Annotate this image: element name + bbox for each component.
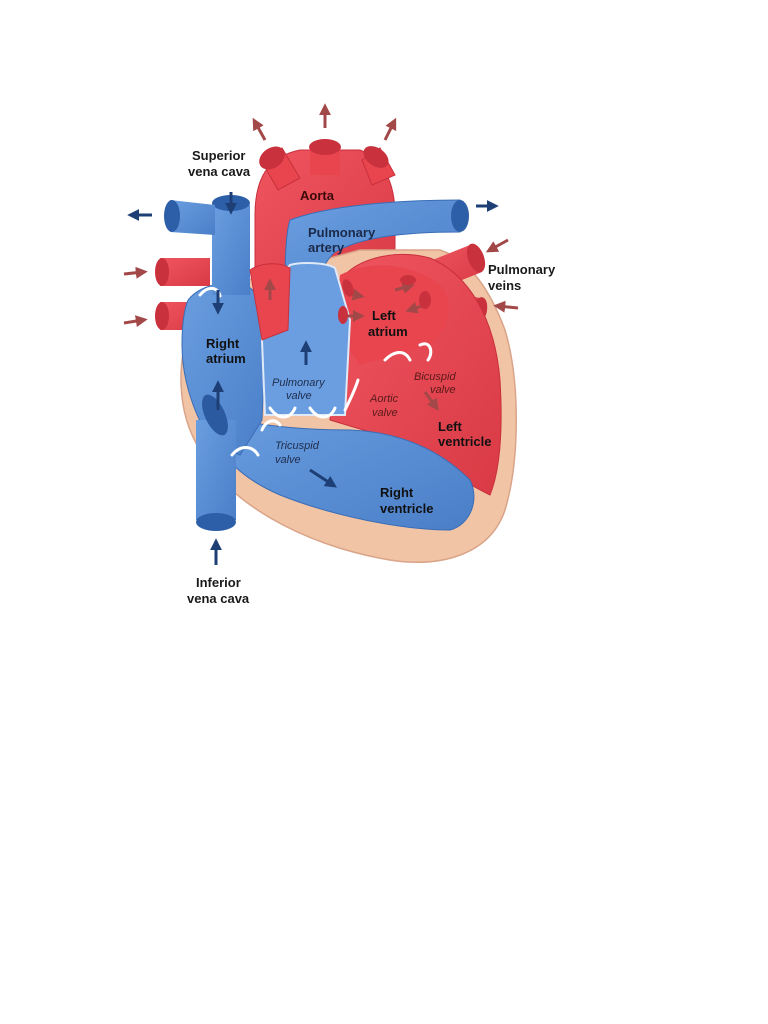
label-pulmonary-valve: Pulmonary valve [272, 377, 328, 402]
label-right-ventricle: Right ventricle [380, 485, 433, 516]
bicuspid-flow-arrow [423, 391, 439, 411]
label-tricuspid-valve: Tricuspid valve [275, 440, 322, 466]
coronary-sinus [202, 394, 228, 436]
pv-inflow-arrow-2 [123, 315, 148, 328]
brachiocephalic-vein [164, 200, 215, 235]
label-bicuspid-valve: Bicuspid valve [414, 371, 459, 396]
ventricle-flow-arrow [309, 468, 338, 488]
label-left-ventricle: Left ventricle [438, 419, 491, 449]
superior-vena-cava [212, 195, 250, 295]
label-inferior-vena-cava: Inferior vena cava [187, 575, 250, 606]
label-right-atrium: Right atrium [206, 336, 246, 366]
inferior-vena-cava [196, 420, 236, 531]
aortic-root [249, 263, 291, 341]
aorta-outflow-arrow-1 [252, 117, 267, 141]
right-ventricle [209, 409, 475, 531]
label-superior-vena-cava: Superior vena cava [188, 148, 251, 179]
label-aorta: Aorta [300, 188, 335, 203]
blood-flow-arrows-blue [127, 192, 499, 565]
labels: Superior vena cava Aorta Pulmonary arter… [187, 148, 559, 606]
pv-inflow-arrow-3 [485, 238, 509, 253]
left-atrium-arrow-3 [394, 282, 415, 294]
pv-inflow-arrow-4 [493, 300, 519, 313]
label-pulmonary-artery: Pulmonary artery [308, 225, 379, 255]
aorta-outflow-arrow-3 [383, 117, 397, 141]
label-left-atrium: Left atrium [368, 308, 408, 339]
pv-inflow-arrow-1 [123, 266, 148, 279]
label-aortic-valve: Aortic valve [369, 393, 401, 419]
valves [198, 286, 433, 457]
left-atrium-openings [338, 275, 431, 324]
label-pulmonary-veins: Pulmonary veins [488, 262, 559, 293]
